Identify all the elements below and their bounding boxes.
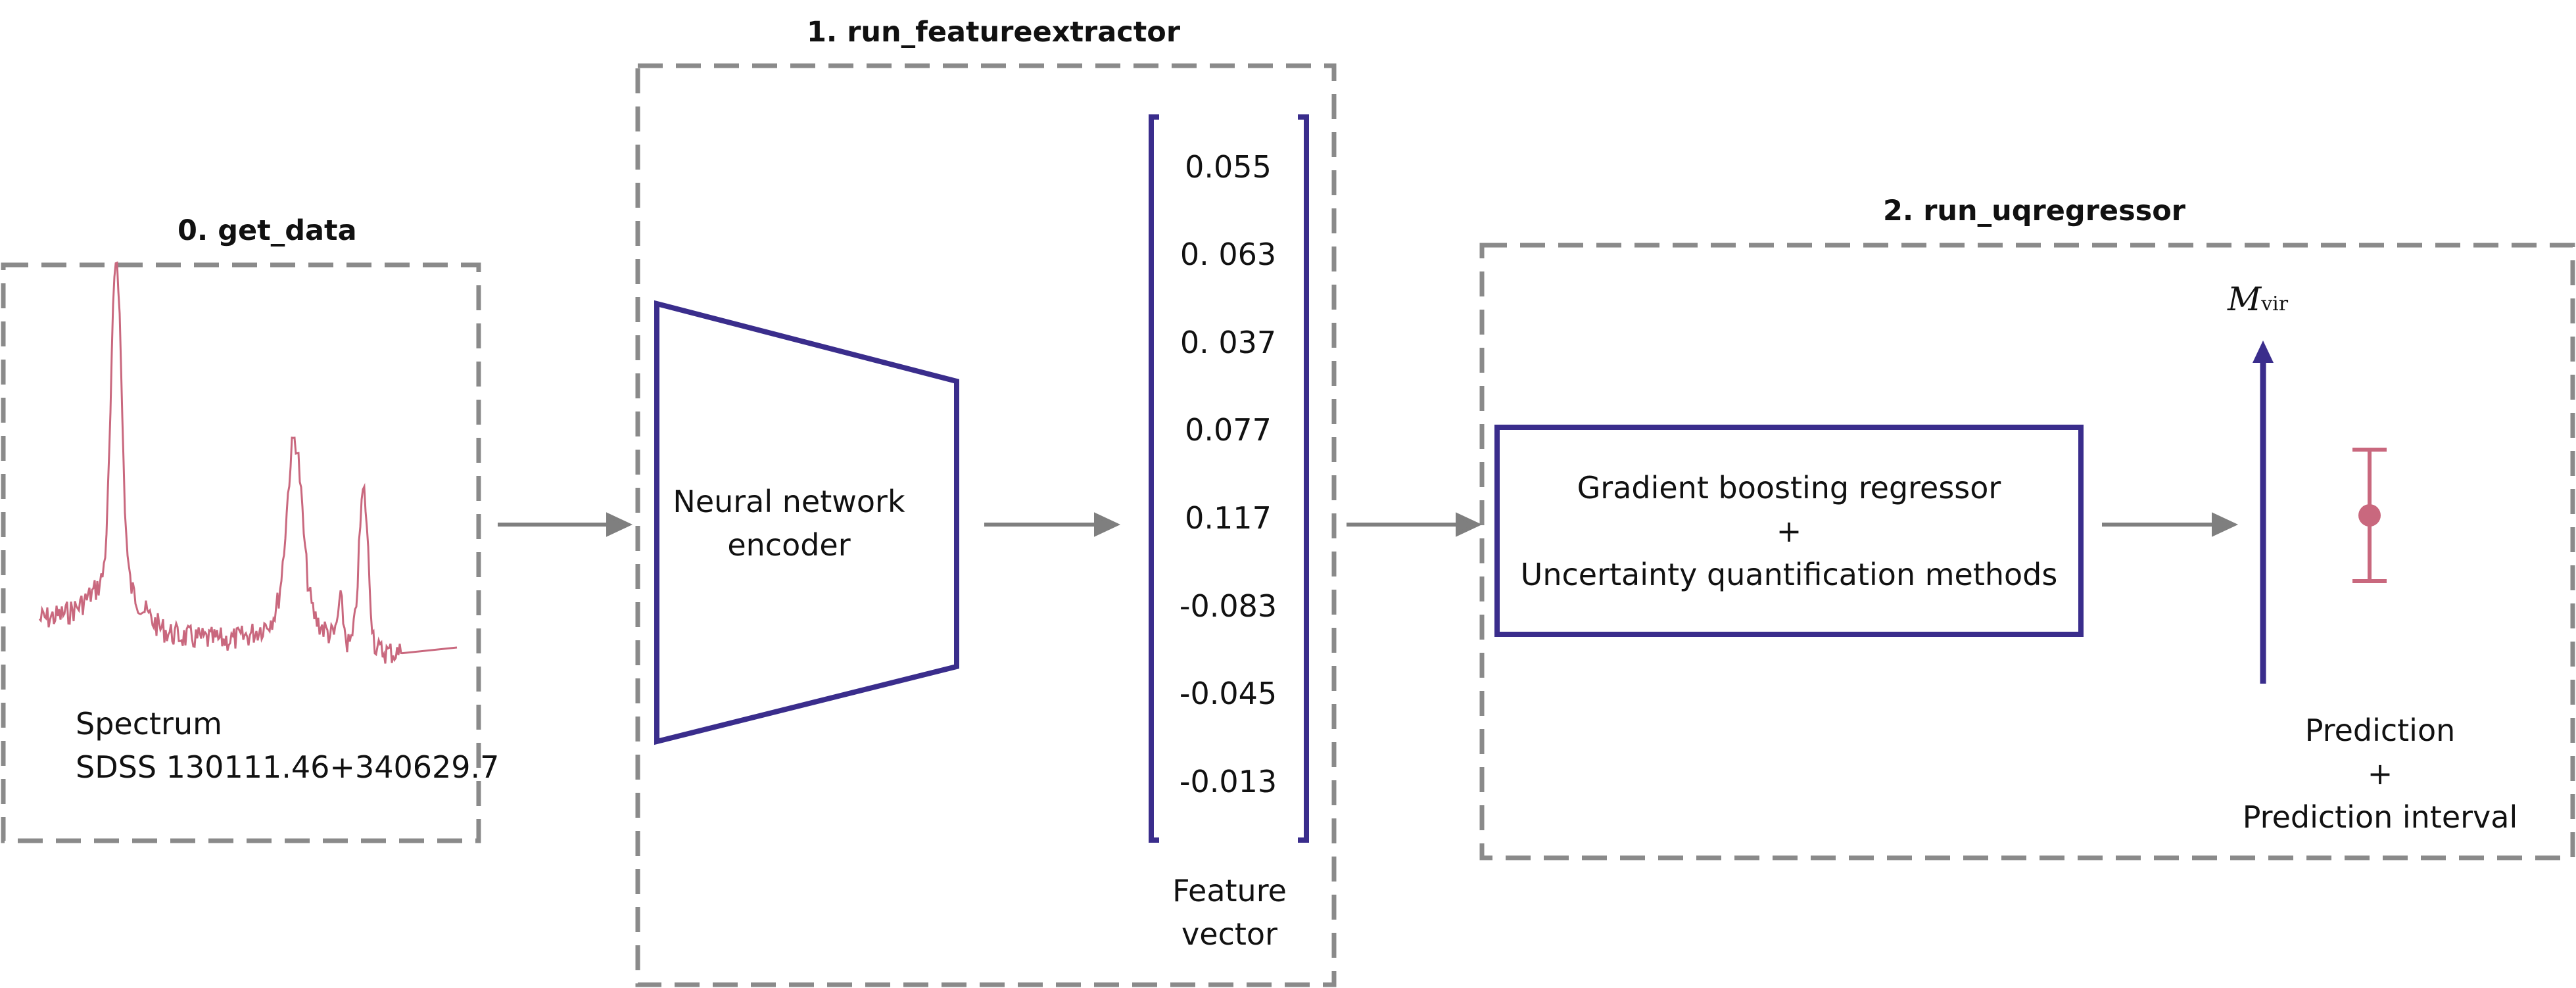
feature-value: -0.013 — [1179, 764, 1277, 799]
encoder-trapezoid — [654, 300, 959, 745]
prediction-label-line2: + — [2367, 756, 2393, 791]
spectrum-plot — [38, 261, 458, 664]
stage-2-title: 2. run_uqregressor — [1883, 195, 2186, 227]
feature-value: -0.083 — [1179, 588, 1277, 624]
stage-1-title: 1. run_featureextractor — [807, 16, 1181, 49]
spectrum-label: Spectrum SDSS 130111.46+340629.7 — [76, 702, 499, 789]
mvir-axis-arrowhead — [2253, 341, 2274, 363]
stage-0-title: 0. get_data — [178, 214, 357, 247]
feature-value: 0. 063 — [1180, 237, 1277, 272]
vector-right-bracket — [1298, 114, 1309, 843]
arrow-head — [1094, 512, 1121, 537]
regressor-label-line2: + — [1776, 513, 1802, 549]
prediction-error-bar — [2352, 448, 2387, 583]
encoder-label-line1: Neural network — [673, 484, 905, 519]
prediction-label: Prediction + Prediction interval — [2209, 709, 2551, 839]
feature-value: 0.055 — [1185, 149, 1272, 185]
feature-value: 0. 037 — [1180, 325, 1277, 360]
mvir-symbol: M — [2228, 280, 2262, 318]
arrow-head — [2212, 512, 2239, 537]
regressor-label-line3: Uncertainty quantification methods — [1520, 557, 2058, 592]
feature-value: 0.077 — [1185, 412, 1272, 448]
prediction-point — [2358, 504, 2381, 527]
spectrum-label-line2: SDSS 130111.46+340629.7 — [76, 749, 500, 785]
feature-vector-label: Feature vector — [1144, 869, 1315, 956]
encoder-label: Neural network encoder — [657, 480, 920, 567]
arrow-head — [1456, 512, 1483, 537]
stage-1-frame — [635, 63, 1337, 987]
stage-0-frame — [1, 262, 481, 843]
encoder-label-line2: encoder — [727, 527, 851, 563]
feature-value: -0.045 — [1179, 676, 1277, 711]
feature-vector-label-line1: Feature — [1172, 873, 1287, 908]
prediction-label-line1: Prediction — [2304, 713, 2456, 748]
regressor-label-line1: Gradient boosting regressor — [1577, 470, 2001, 506]
regressor-label: Gradient boosting regressor + Uncertaint… — [1497, 466, 2081, 596]
regressor-box — [1494, 425, 2084, 637]
stage-2-frame — [1479, 243, 2575, 860]
vector-left-bracket — [1149, 114, 1159, 843]
feature-value: 0.117 — [1185, 500, 1272, 536]
mvir-axis-label: Mvir — [2228, 280, 2288, 318]
arrow-head — [606, 512, 633, 537]
feature-vector-label-line2: vector — [1181, 916, 1277, 952]
prediction-label-line3: Prediction interval — [2242, 799, 2518, 835]
mvir-subscript: vir — [2261, 293, 2289, 316]
flow-arrows — [498, 512, 2239, 537]
spectrum-label-line1: Spectrum — [76, 706, 222, 741]
